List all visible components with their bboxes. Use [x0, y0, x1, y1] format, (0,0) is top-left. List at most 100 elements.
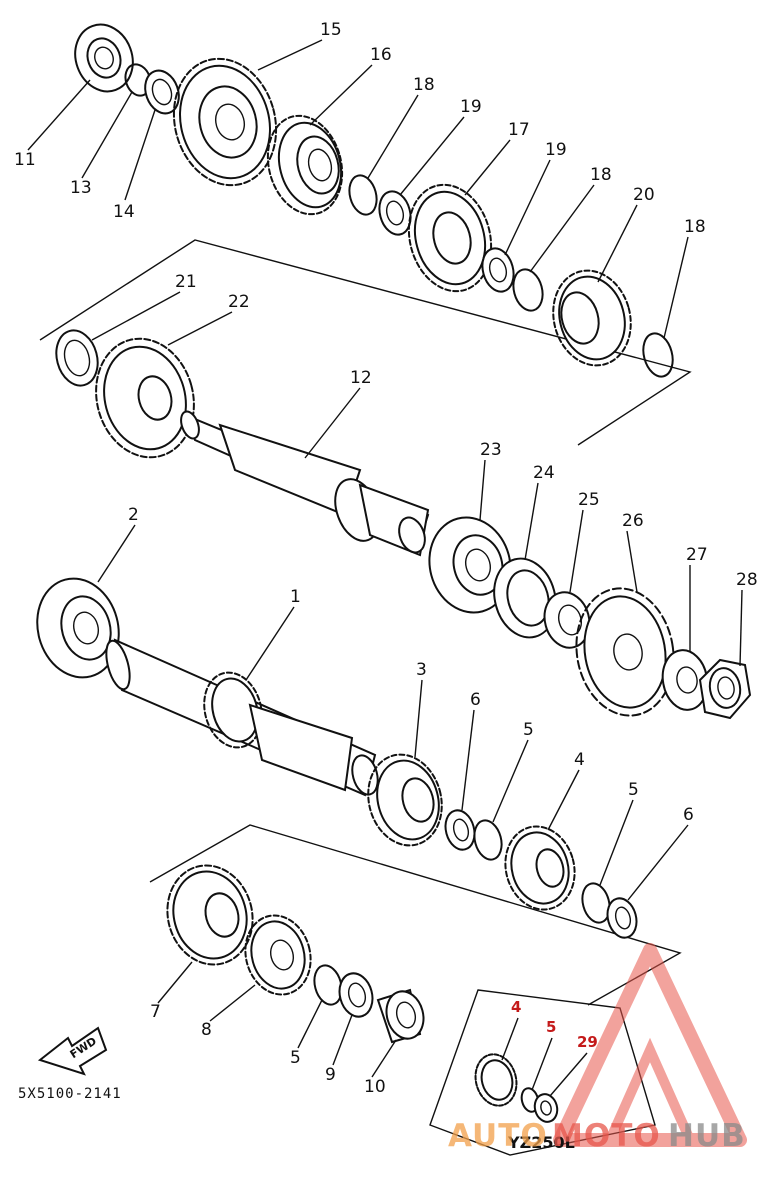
callout-c26: 26 — [622, 511, 644, 531]
part-20-gear — [552, 269, 632, 367]
leader-line-c25 — [569, 509, 584, 593]
part-7-gear — [166, 864, 254, 966]
leader-line-i4 — [501, 1017, 519, 1061]
part-6-washer-a — [444, 809, 476, 851]
callout-c17: 17 — [508, 120, 530, 140]
leader-line-c1 — [245, 606, 295, 681]
leader-line-c3 — [414, 679, 423, 758]
leader-line-c6b — [627, 824, 689, 901]
part-19-washer-a — [378, 190, 412, 236]
leader-line-c12 — [304, 387, 361, 459]
leader-line-c4 — [547, 769, 580, 831]
leader-line-c24 — [524, 482, 539, 561]
leader-line-c23 — [479, 459, 486, 521]
leader-line-c18b — [529, 184, 595, 273]
leader-line-c7 — [157, 961, 193, 1004]
leader-line-c28 — [739, 589, 743, 667]
leader-line-c8 — [209, 984, 256, 1022]
part-26-sprocket — [575, 587, 675, 717]
part-6-washer-b — [606, 897, 638, 939]
leader-lines — [27, 39, 743, 1097]
leader-line-i29 — [549, 1052, 588, 1097]
part-23-bearing — [428, 516, 512, 614]
leader-line-c18a — [367, 94, 419, 179]
leader-line-c15 — [257, 39, 323, 71]
part-18-circlip-a — [348, 174, 378, 216]
callout-c7: 7 — [150, 1002, 161, 1022]
callout-i29: 29 — [577, 1033, 598, 1051]
leader-line-c19a — [399, 116, 465, 196]
part-18-circlip-b — [512, 268, 544, 312]
callout-c9: 9 — [325, 1065, 336, 1085]
callout-c6a: 6 — [470, 690, 481, 710]
callout-c28: 28 — [736, 570, 758, 590]
part-16-gear — [266, 114, 344, 216]
leader-line-c20 — [597, 204, 638, 283]
part-22-gear — [95, 337, 195, 459]
callout-labels: 1113141516181917191820182122122324252622… — [14, 20, 758, 1097]
callout-i4: 4 — [511, 998, 521, 1016]
part-24-seal — [493, 557, 557, 639]
leader-line-c18c — [663, 236, 689, 339]
watermark-middle: MOTO — [552, 1118, 661, 1154]
callout-i5: 5 — [546, 1018, 556, 1036]
callout-c14: 14 — [113, 202, 135, 222]
leader-line-c13 — [81, 91, 133, 179]
callout-c4: 4 — [574, 750, 585, 770]
leader-line-c10 — [371, 1039, 397, 1078]
leader-line-c9 — [332, 1014, 353, 1066]
part-12-axle — [180, 410, 430, 557]
leader-line-i5 — [531, 1037, 553, 1091]
part-21-washer — [55, 329, 99, 387]
watermark-logo-icon — [553, 943, 747, 1147]
callout-c5c: 5 — [290, 1048, 301, 1068]
leader-line-c17 — [464, 139, 511, 196]
callout-c19b: 19 — [545, 140, 567, 160]
model-label: YZ250L — [507, 1133, 575, 1152]
part-27-lock-washer — [661, 649, 709, 711]
callout-c23: 23 — [480, 440, 502, 460]
callout-c27: 27 — [686, 545, 708, 565]
part-10-bearing — [376, 988, 425, 1044]
callout-c12: 12 — [350, 368, 372, 388]
part-28-nut — [698, 658, 752, 720]
part-11-bearing — [74, 23, 134, 93]
leader-line-c21 — [91, 291, 181, 341]
part-14-washer — [144, 69, 180, 115]
leader-line-c16 — [309, 64, 373, 126]
callout-c1: 1 — [290, 587, 301, 607]
leader-line-c6a — [461, 709, 475, 811]
callout-c25: 25 — [578, 490, 600, 510]
watermark-prefix: AUTO — [448, 1118, 548, 1154]
leader-line-c14 — [124, 109, 156, 201]
part-19-washer-b — [481, 247, 515, 293]
callout-c3: 3 — [416, 660, 427, 680]
callout-c19a: 19 — [460, 97, 482, 117]
part-8-gear — [244, 914, 312, 996]
callout-c6b: 6 — [683, 805, 694, 825]
leader-line-c5b — [599, 799, 634, 886]
leader-line-c22 — [167, 311, 233, 346]
callout-c20: 20 — [633, 185, 655, 205]
part-5-circlip-b — [581, 882, 611, 924]
watermark-suffix: HUB — [668, 1118, 746, 1154]
part-25-collar — [543, 591, 591, 649]
part-2-bearing — [36, 577, 120, 679]
part-code-label: 5X5100-2141 — [18, 1086, 122, 1102]
frame-upper — [39, 239, 692, 446]
part-3-gear — [367, 753, 443, 847]
callout-c10: 10 — [364, 1077, 386, 1097]
callout-c2: 2 — [128, 505, 139, 525]
part-17-gear — [407, 183, 493, 293]
leader-line-c5a — [492, 739, 529, 823]
callout-c15: 15 — [320, 20, 342, 40]
callout-c24: 24 — [533, 463, 555, 483]
callout-c5a: 5 — [523, 720, 534, 740]
leader-line-c26 — [626, 530, 638, 593]
callout-c13: 13 — [70, 178, 92, 198]
leader-line-c2 — [97, 524, 136, 583]
callout-c5b: 5 — [628, 780, 639, 800]
part-15-gear — [172, 57, 278, 187]
part-4-gear — [504, 825, 576, 911]
